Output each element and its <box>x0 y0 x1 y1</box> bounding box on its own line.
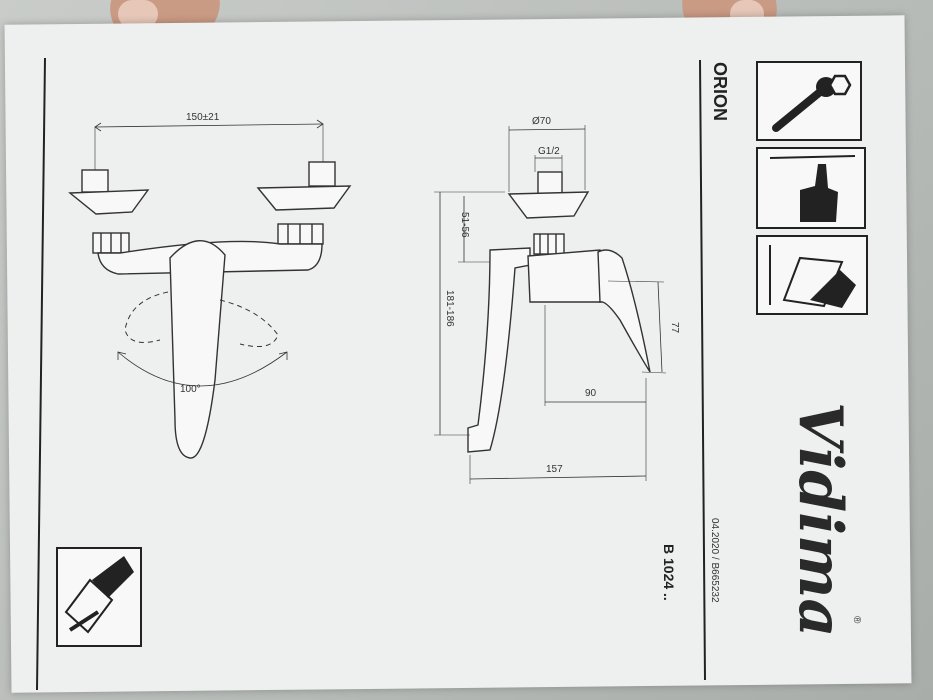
document-code: 04.2020 / B665232 <box>709 518 720 603</box>
hand-wipe-icon <box>56 547 142 647</box>
left-margin-line <box>36 57 46 691</box>
cleaning-cloth-icon <box>756 235 868 315</box>
inlet-height-dimension: 51-56 <box>459 212 470 238</box>
brand-logo: Vidima <box>785 402 855 637</box>
registered-mark: ® <box>851 616 862 624</box>
diameter-dimension: Ø70 <box>532 116 551 127</box>
spout-reach-long-dimension: 157 <box>546 464 563 475</box>
front-width-dimension: 150±21 <box>186 112 220 123</box>
total-height-dimension: 181-186 <box>444 290 455 327</box>
title-block-line <box>699 59 706 681</box>
lever-depth-dimension: 77 <box>669 322 680 334</box>
front-view <box>68 119 352 459</box>
finger-press-icon <box>756 147 866 229</box>
model-code: B 1024 .. <box>661 544 677 601</box>
angle-dimension: 100° <box>180 384 201 395</box>
thread-dimension: G1/2 <box>538 146 560 157</box>
wrench-nut-icon <box>756 61 862 141</box>
side-view <box>434 125 667 484</box>
spout-reach-short-dimension: 90 <box>585 388 597 399</box>
product-name: ORION <box>710 62 730 121</box>
